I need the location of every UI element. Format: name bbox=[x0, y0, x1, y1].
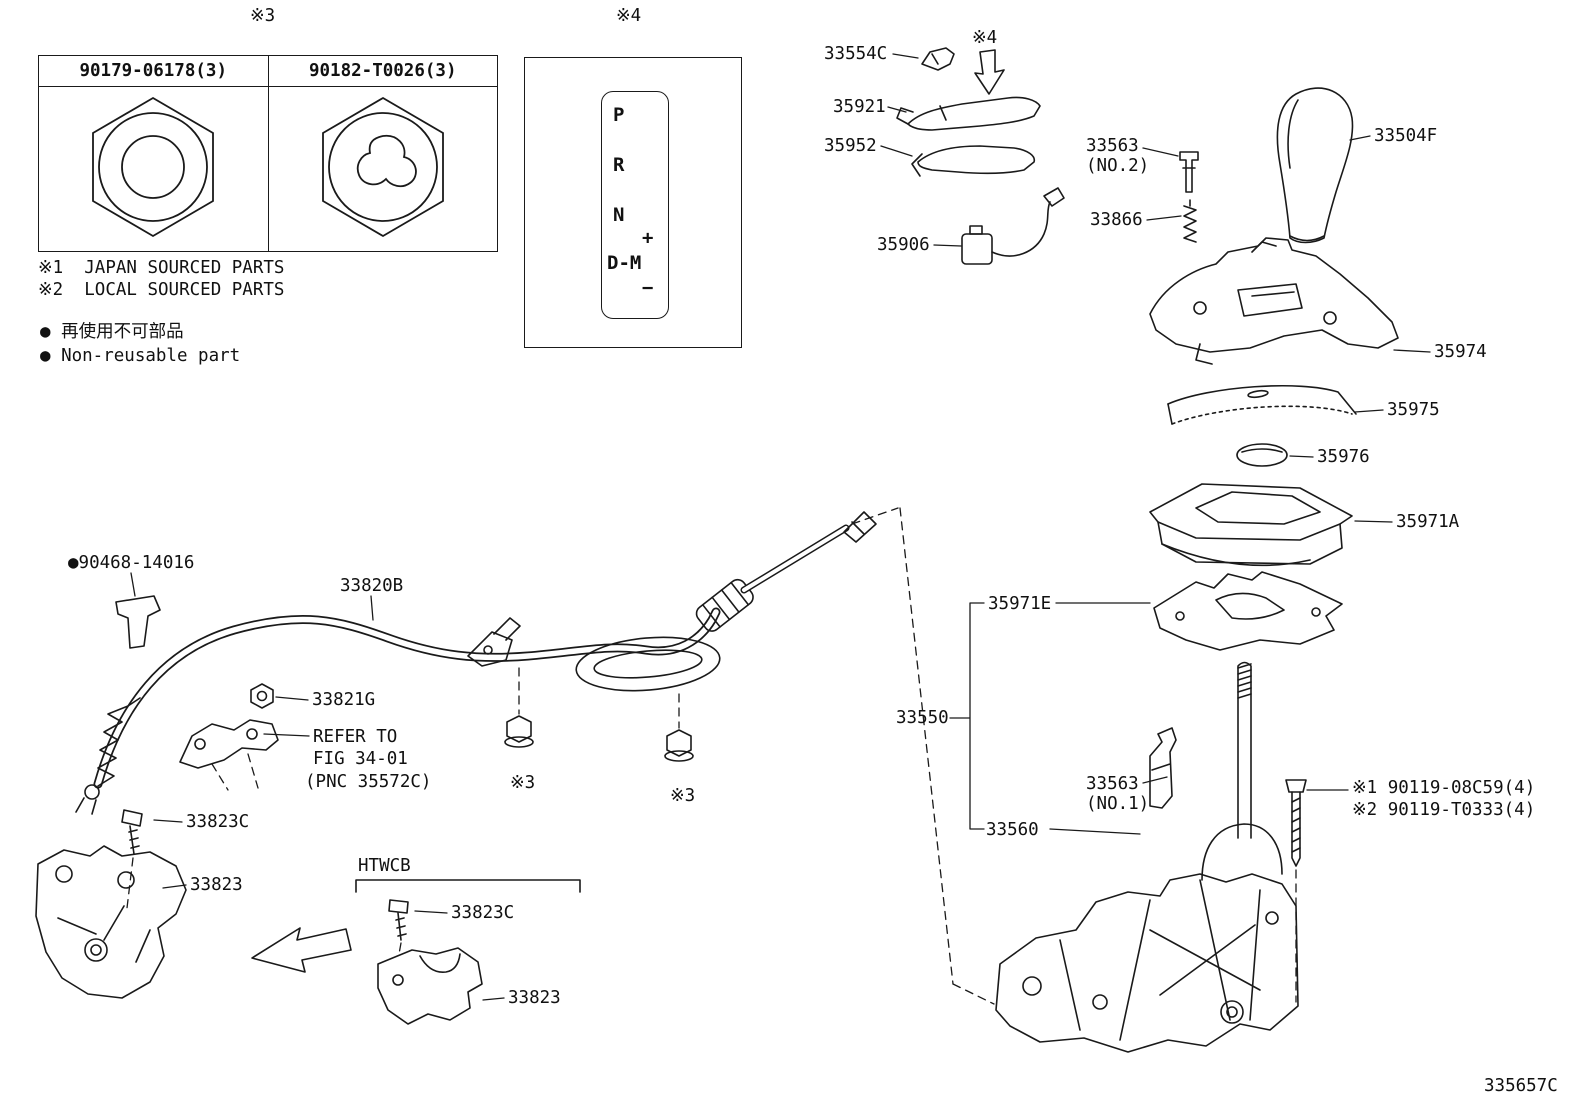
note-nonreusable-jp: ● 再使用不可部品 bbox=[40, 322, 184, 342]
shift-letter-n: N bbox=[613, 204, 625, 226]
table-ref-label: ※3 bbox=[250, 6, 276, 26]
callout-33560: 33560 bbox=[986, 820, 1039, 840]
callout-bolt-note1: ※1 90119-08C59(4) bbox=[1352, 778, 1536, 798]
bracket-refer-part bbox=[179, 719, 279, 769]
callout-33820B: 33820B bbox=[340, 576, 404, 596]
callout-35921: 35921 bbox=[833, 97, 886, 117]
dashed-lines bbox=[126, 507, 1297, 1005]
nut-90182-cell bbox=[267, 86, 498, 252]
housing-35974-part bbox=[1149, 237, 1399, 365]
callout-33563-no2: 33563 bbox=[1086, 136, 1139, 156]
slide-cover-35975-part bbox=[1167, 384, 1357, 425]
bracket-33823-left-part bbox=[35, 845, 187, 999]
callout-htwcb: HTWCB bbox=[358, 856, 411, 876]
clip-33554C-part bbox=[921, 47, 955, 71]
callout-33563-no2-sub: (NO.2) bbox=[1086, 156, 1150, 176]
leader-lines bbox=[130, 53, 1431, 1001]
callout-refer-line1: REFER TO bbox=[313, 727, 398, 747]
nut-90179-drawing bbox=[92, 96, 215, 238]
button-35976-part bbox=[1236, 443, 1288, 467]
ref-table-col2-header: 90182-T0026(3) bbox=[267, 55, 498, 87]
callout-33563-no1: 33563 bbox=[1086, 774, 1139, 794]
bolt-33823C-bottom-part bbox=[388, 899, 409, 941]
callout-ref3-left: ※3 bbox=[510, 773, 536, 793]
cable-33820B-part bbox=[75, 511, 877, 815]
plate-35971E-part bbox=[1153, 571, 1343, 651]
figure-code: 335657C bbox=[1484, 1076, 1558, 1096]
callout-90468: ●90468-14016 bbox=[68, 553, 195, 573]
shift-pattern-panel: P R N D-M + − bbox=[524, 57, 742, 348]
assembly-33560-part bbox=[995, 873, 1299, 1053]
shift-panel-ref-label: ※4 bbox=[616, 6, 642, 26]
note-local-sourced: ※2 LOCAL SOURCED PARTS bbox=[38, 280, 285, 300]
lever-35921-part bbox=[896, 96, 1041, 131]
note-nonreusable-en: ● Non-reusable part bbox=[40, 346, 241, 366]
flange-nut-ref3-right-part bbox=[664, 729, 694, 762]
nut-90182-drawing bbox=[321, 96, 444, 238]
callout-33821G: 33821G bbox=[312, 690, 376, 710]
callout-35974: 35974 bbox=[1434, 342, 1487, 362]
callout-bolt-note2: ※2 90119-T0333(4) bbox=[1352, 800, 1536, 820]
switch-35906-part bbox=[961, 187, 1065, 265]
callout-35952: 35952 bbox=[824, 136, 877, 156]
shift-minus-sign: − bbox=[642, 277, 654, 299]
callout-ref3-right: ※3 bbox=[670, 786, 696, 806]
callout-33504F: 33504F bbox=[1374, 126, 1438, 146]
shift-letter-dm: D-M bbox=[607, 252, 642, 274]
callout-35975: 35975 bbox=[1387, 400, 1440, 420]
callout-35971E: 35971E bbox=[988, 594, 1052, 614]
callout-33823C-top: 33823C bbox=[186, 812, 250, 832]
flange-nut-ref3-left-part bbox=[504, 715, 534, 748]
nut-90179-cell bbox=[38, 86, 269, 252]
ref-table-col1-header: 90179-06178(3) bbox=[38, 55, 269, 87]
pin-33563-no2-part bbox=[1179, 151, 1199, 193]
callout-35971A: 35971A bbox=[1396, 512, 1460, 532]
direction-arrow-shape bbox=[251, 927, 352, 973]
nut-33821G-part bbox=[250, 683, 274, 709]
htwcb-bracket-line bbox=[355, 879, 581, 893]
bracket-33563-no1-part bbox=[1149, 727, 1177, 809]
spring-33866-part bbox=[1183, 199, 1197, 243]
callout-33823C-bottom: 33823C bbox=[451, 903, 515, 923]
callout-33554C: 33554C bbox=[824, 44, 888, 64]
shift-letter-r: R bbox=[613, 154, 625, 176]
bracket-33823-bottom-part bbox=[377, 947, 483, 1025]
callout-33823-left: 33823 bbox=[190, 875, 243, 895]
shift-lever-rod-part bbox=[1201, 661, 1283, 881]
clamp-90468-part bbox=[115, 595, 161, 649]
bolt-33823C-top-part bbox=[121, 809, 143, 855]
console-35971A-part bbox=[1149, 483, 1353, 567]
fastener-ref-table: 90179-06178(3) 90182-T0026(3) bbox=[38, 55, 498, 252]
ref4-arrow-shape bbox=[974, 49, 1005, 95]
shift-knob-33504F-part bbox=[1276, 87, 1354, 244]
shift-letter-p: P bbox=[613, 104, 625, 126]
callout-33866: 33866 bbox=[1090, 210, 1143, 230]
callout-ref4-arrow: ※4 bbox=[972, 28, 998, 48]
callout-35976: 35976 bbox=[1317, 447, 1370, 467]
callout-refer-line2: FIG 34-01 bbox=[313, 749, 408, 769]
note-japan-sourced: ※1 JAPAN SOURCED PARTS bbox=[38, 258, 285, 278]
callout-refer-line3: (PNC 35572C) bbox=[305, 772, 432, 792]
callout-33563-no1-sub: (NO.1) bbox=[1086, 794, 1150, 814]
callout-35906: 35906 bbox=[877, 235, 930, 255]
callout-33550: 33550 bbox=[896, 708, 949, 728]
shift-gate-outline bbox=[601, 91, 669, 319]
callout-33823-bottom: 33823 bbox=[508, 988, 561, 1008]
shift-plus-sign: + bbox=[642, 227, 654, 249]
lever-35952-part bbox=[911, 145, 1036, 177]
bolt-90119-part bbox=[1285, 779, 1307, 867]
